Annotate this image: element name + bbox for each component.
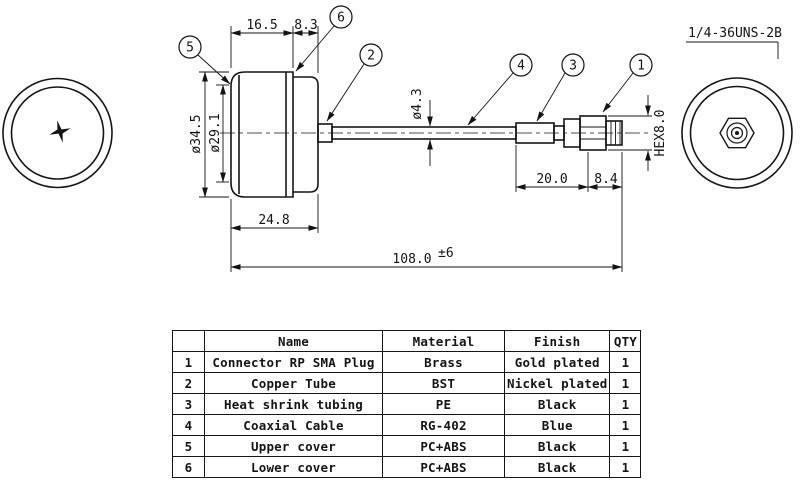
bom-row: 4 Coaxial Cable RG-402 Blue 1 <box>172 414 642 436</box>
bom-cell-name: Lower cover <box>204 456 383 478</box>
front-view <box>2 77 113 189</box>
front-inner-circle <box>10 86 105 180</box>
end-thread-circle <box>726 122 748 144</box>
balloon-1: 1 <box>602 53 653 113</box>
upper-cover-outline <box>230 71 294 198</box>
bom-cell-no: 1 <box>172 351 205 373</box>
bom-cell-no: 5 <box>172 435 205 457</box>
bom-cell-finish: Black <box>503 393 611 415</box>
dim-cable-dia: ø4.3 <box>410 88 433 166</box>
bom-cell-finish: Nickel plated <box>503 372 611 394</box>
dim-text-inner-dia: ø29.1 <box>208 113 223 152</box>
dim-text-connector-a: 20.0 <box>536 172 567 187</box>
bom-cell-name: Upper cover <box>204 435 383 457</box>
antenna-element-star <box>49 120 71 143</box>
balloon-6-number: 6 <box>337 11 345 26</box>
balloon-4-number: 4 <box>517 59 525 74</box>
technical-drawing: 16.5 8.3 ø34.5 ø29.1 ø4.3 <box>2 5 793 272</box>
dim-hex: HEX8.0 <box>608 95 668 171</box>
bom-cell-qty: 1 <box>609 351 642 373</box>
bom-row: 1 Connector RP SMA Plug Brass Gold plate… <box>172 351 642 373</box>
thread-spec-label: 1/4-36UNS-2B <box>688 26 782 41</box>
bom-header-finish: Finish <box>503 330 611 352</box>
bom-row: 3 Heat shrink tubing PE Black 1 <box>172 393 642 415</box>
bom-cell-no: 4 <box>172 414 205 436</box>
balloon-3: 3 <box>536 53 585 122</box>
bom-cell-qty: 1 <box>609 372 642 394</box>
bom-row: 5 Upper cover PC+ABS Black 1 <box>172 435 642 457</box>
balloons: 5 6 2 4 3 <box>178 5 653 126</box>
dim-inner-dia: ø29.1 <box>208 84 229 183</box>
bom-cell-material: PC+ABS <box>382 435 505 457</box>
dim-text-cap-total: 24.8 <box>258 213 289 228</box>
dim-text-cap-lip: 8.3 <box>294 18 317 33</box>
front-outer-circle <box>2 77 113 189</box>
bom-cell-qty: 1 <box>609 393 642 415</box>
bom-cell-no: 6 <box>172 456 205 478</box>
bom-cell-no: 2 <box>172 372 205 394</box>
dim-cap-lip: 8.3 <box>292 18 319 36</box>
bom-cell-qty: 1 <box>609 456 642 478</box>
balloon-2: 2 <box>326 43 383 122</box>
dim-text-hex: HEX8.0 <box>653 110 668 157</box>
end-outer-circle <box>681 77 793 189</box>
bom-cell-material: BST <box>382 372 505 394</box>
bom-cell-qty: 1 <box>609 435 642 457</box>
thread-spec: 1/4-36UNS-2B <box>686 26 782 59</box>
bom-cell-material: Brass <box>382 351 505 373</box>
bom-cell-name: Connector RP SMA Plug <box>204 351 383 373</box>
bom-row: 2 Copper Tube BST Nickel plated 1 <box>172 372 642 394</box>
bom-cell-finish: Gold plated <box>503 351 611 373</box>
bom-header-no <box>172 330 205 352</box>
bom-header-qty: QTY <box>609 330 642 352</box>
dim-outer-dia: ø34.5 <box>189 71 229 198</box>
bom-cell-material: PC+ABS <box>382 456 505 478</box>
side-view <box>220 71 650 198</box>
bom-cell-name: Copper Tube <box>204 372 383 394</box>
bom-header-row: Name Material Finish QTY <box>172 330 642 352</box>
bom-header-material: Material <box>382 330 505 352</box>
bom-table: Name Material Finish QTY 1 Connector RP … <box>172 330 642 478</box>
end-view <box>681 77 793 189</box>
end-pin-circle <box>730 126 744 140</box>
bom-header-name: Name <box>204 330 383 352</box>
bom-cell-name: Coaxial Cable <box>204 414 383 436</box>
dim-text-outer-dia: ø34.5 <box>189 114 204 153</box>
dimensions: 16.5 8.3 ø34.5 ø29.1 ø4.3 <box>189 18 782 272</box>
end-hex-nut <box>719 117 755 149</box>
bom-cell-finish: Black <box>503 435 611 457</box>
connector-thread <box>605 120 623 146</box>
balloon-6: 6 <box>295 5 353 72</box>
end-inner-circle <box>689 85 785 181</box>
dim-connector-b: 8.4 <box>587 172 623 190</box>
bom-row: 6 Lower cover PC+ABS Black 1 <box>172 456 642 478</box>
bom-cell-finish: Blue <box>503 414 611 436</box>
bom-cell-finish: Black <box>503 456 611 478</box>
bom-cell-no: 3 <box>172 393 205 415</box>
balloon-1-number: 1 <box>637 59 645 74</box>
dim-cap-total: 24.8 <box>230 194 319 272</box>
lower-cover-lip <box>293 76 319 193</box>
dim-text-cap-front: 16.5 <box>246 18 277 33</box>
end-center-pin <box>735 131 739 135</box>
dim-text-connector-b: 8.4 <box>594 172 618 187</box>
dim-cap-front: 16.5 <box>230 18 319 73</box>
bom-cell-material: RG-402 <box>382 414 505 436</box>
bom-cell-material: PE <box>382 393 505 415</box>
balloon-5: 5 <box>178 35 231 85</box>
dim-text-overall: 108.0 <box>392 252 431 267</box>
bom-cell-name: Heat shrink tubing <box>204 393 383 415</box>
balloon-5-number: 5 <box>186 41 194 56</box>
bom-cell-qty: 1 <box>609 414 642 436</box>
dim-text-cable-dia: ø4.3 <box>410 88 425 119</box>
dim-overall: 108.0 ±6 <box>230 192 623 272</box>
balloon-4: 4 <box>467 53 533 126</box>
balloon-2-number: 2 <box>367 49 375 64</box>
dim-text-overall-tol: ±6 <box>438 246 454 261</box>
balloon-3-number: 3 <box>569 59 577 74</box>
